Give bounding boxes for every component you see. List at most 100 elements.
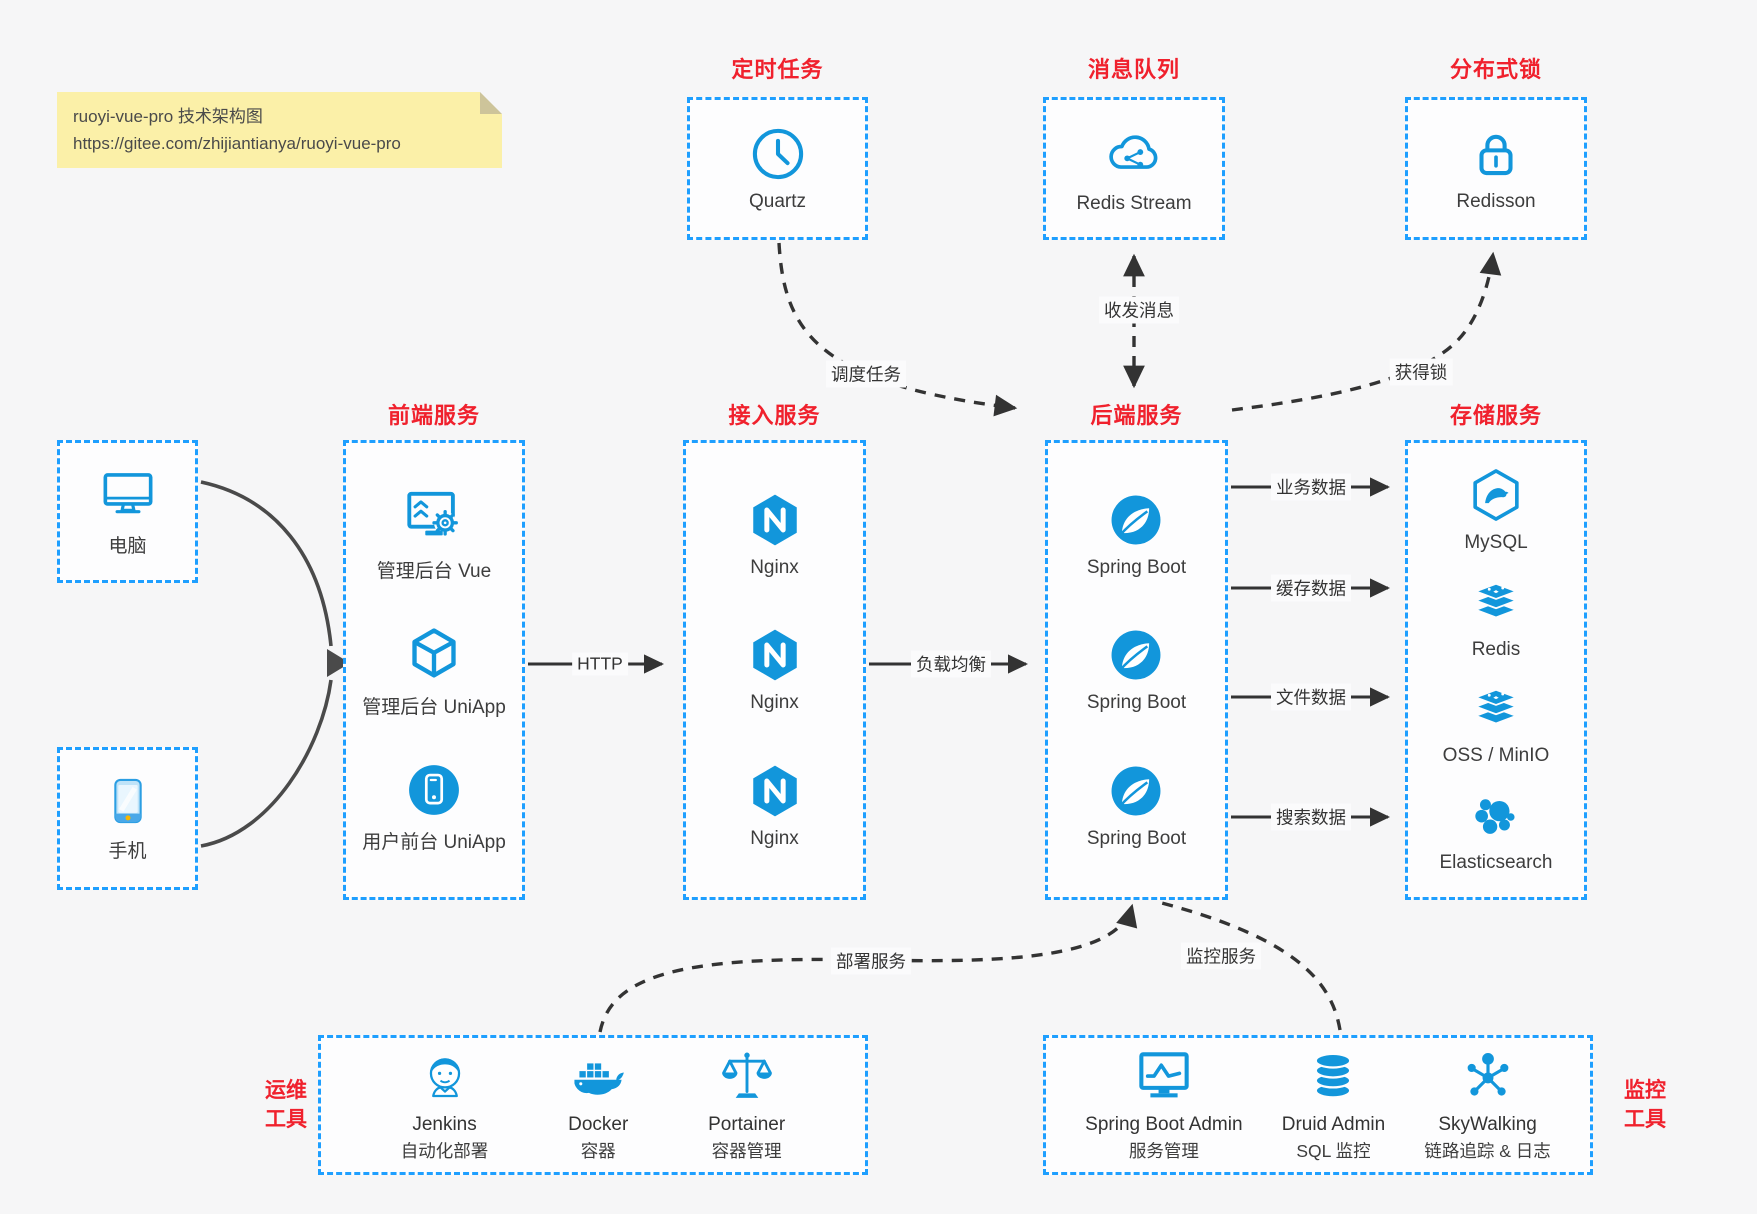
node-label-oss-minio: OSS / MinIO: [1442, 745, 1550, 767]
node-label-spring-boot-admin: Spring Boot Admin: [1085, 1113, 1243, 1135]
group-title-scheduled-task: 定时任务: [731, 57, 824, 82]
column-title-gateway: 接入服务: [728, 403, 821, 428]
node-desc-druid-admin: SQL 监控: [1296, 1140, 1371, 1161]
edge-label-search-data: 搜索数据: [1271, 803, 1351, 831]
node-label-redis: Redis: [1471, 638, 1521, 660]
box-frontend-services: 管理后台 Vue 管理后台 UniApp 用户前台 UniApp: [343, 440, 525, 900]
node-nginx-2: Nginx: [746, 626, 804, 714]
node-pc: 电脑: [99, 465, 157, 558]
desktop-icon: [99, 465, 157, 523]
spring-boot-admin-icon: [1135, 1048, 1193, 1106]
box-pc-client: 电脑: [57, 440, 198, 583]
node-redis: Redis: [1469, 577, 1523, 661]
node-label-nginx-3: Nginx: [750, 827, 799, 849]
node-desc-skywalking: 链路追踪 & 日志: [1424, 1140, 1551, 1161]
node-label-user-uniapp: 用户前台 UniApp: [362, 832, 506, 854]
clock-icon: [749, 125, 807, 183]
admin-dashboard-icon: [403, 486, 465, 548]
node-portainer: Portainer 容器管理: [708, 1048, 785, 1163]
box-ops-tools: Jenkins 自动化部署 Docker 容器 Portainer 容器管理: [318, 1035, 868, 1175]
node-label-pc: 电脑: [108, 536, 147, 557]
portainer-scales-icon: [718, 1048, 776, 1106]
node-label-mobile: 手机: [108, 841, 147, 862]
redis-stack-icon: [1469, 577, 1523, 631]
edge-label-monitor-service: 监控服务: [1181, 942, 1261, 970]
edge-label-load-balance: 负载均衡: [911, 650, 991, 678]
node-label-skywalking: SkyWalking: [1438, 1113, 1537, 1135]
node-spring-boot-2: Spring Boot: [1087, 626, 1186, 714]
uniapp-cube-icon: [405, 626, 463, 684]
edge-monitor-service: [1157, 900, 1342, 1031]
side-label-monitor-tools: 监控 工具: [1609, 1076, 1681, 1134]
sticky-note: ruoyi-vue-pro 技术架构图 https://gitee.com/zh…: [57, 92, 502, 168]
box-gateway-services: Nginx Nginx Nginx: [683, 440, 866, 900]
node-spring-boot-admin: Spring Boot Admin 服务管理: [1085, 1048, 1243, 1163]
note-title: ruoyi-vue-pro 技术架构图: [73, 107, 263, 126]
node-desc-portainer: 容器管理: [711, 1140, 782, 1161]
node-label-spring-boot-3: Spring Boot: [1086, 827, 1187, 849]
node-label-elasticsearch: Elasticsearch: [1439, 852, 1553, 874]
node-quartz: Quartz: [749, 125, 807, 213]
node-label-portainer: Portainer: [708, 1113, 786, 1135]
node-label-docker: Docker: [568, 1113, 629, 1135]
skywalking-network-icon: [1459, 1048, 1517, 1106]
side-label-monitor-line2: 工具: [1624, 1108, 1666, 1131]
column-title-frontend: 前端服务: [387, 403, 480, 428]
edge-label-deploy-service: 部署服务: [831, 947, 911, 975]
box-mobile-client: 手机: [57, 747, 198, 890]
node-label-nginx-2: Nginx: [750, 692, 799, 713]
node-label-quartz: Quartz: [748, 190, 807, 212]
node-desc-jenkins: 自动化部署: [400, 1140, 489, 1161]
box-redisson: Redisson: [1405, 97, 1587, 240]
box-monitor-tools: Spring Boot Admin 服务管理 Druid Admin SQL 监…: [1043, 1035, 1593, 1175]
redis-stack-icon: [1469, 683, 1523, 737]
mysql-icon: [1467, 466, 1525, 524]
node-druid-admin: Druid Admin SQL 监控: [1281, 1048, 1386, 1163]
node-spring-boot-1: Spring Boot: [1087, 491, 1186, 579]
node-label-jenkins: Jenkins: [412, 1113, 477, 1135]
node-skywalking: SkyWalking 链路追踪 & 日志: [1424, 1048, 1551, 1163]
node-nginx-1: Nginx: [746, 491, 804, 579]
node-redis-stream: Redis Stream: [1076, 123, 1192, 215]
elasticsearch-icon: [1469, 790, 1523, 844]
druid-database-icon: [1304, 1048, 1362, 1106]
edge-label-file-data: 文件数据: [1271, 683, 1351, 711]
node-redisson: Redisson: [1456, 125, 1536, 213]
node-jenkins: Jenkins 自动化部署: [400, 1048, 489, 1163]
smartphone-icon: [101, 774, 155, 828]
edge-label-cache-data: 缓存数据: [1271, 574, 1351, 602]
node-label-redisson: Redisson: [1456, 190, 1536, 212]
nginx-icon: [746, 626, 804, 684]
edge-label-send-receive-message: 收发消息: [1099, 296, 1179, 324]
spring-boot-icon: [1107, 491, 1165, 549]
node-label-admin-uniapp: 管理后台 UniApp: [362, 696, 506, 718]
nginx-icon: [746, 491, 804, 549]
node-desc-spring-boot-admin: 服务管理: [1128, 1140, 1199, 1161]
edge-label-biz-data: 业务数据: [1271, 473, 1351, 501]
node-user-uniapp: 用户前台 UniApp: [362, 761, 506, 854]
edge-schedule-task: [777, 242, 1018, 417]
spring-boot-icon: [1107, 762, 1165, 820]
node-label-druid-admin: Druid Admin: [1281, 1113, 1386, 1135]
node-admin-vue: 管理后台 Vue: [377, 486, 491, 583]
node-mobile: 手机: [101, 774, 155, 863]
node-label-nginx-1: Nginx: [750, 556, 799, 578]
mobile-app-circle-icon: [405, 761, 463, 819]
edge-clients-arrowhead: [327, 649, 350, 677]
node-label-admin-vue: 管理后台 Vue: [376, 560, 492, 582]
edge-label-http: HTTP: [572, 652, 628, 676]
edge-phone-to-frontend: [200, 679, 333, 848]
jenkins-icon: [416, 1048, 474, 1106]
box-storage-services: MySQL Redis OSS / MinIO Elasticsearch: [1405, 440, 1587, 900]
lock-icon: [1467, 125, 1525, 183]
edge-acquire-lock: [1231, 251, 1502, 412]
note-url: https://gitee.com/zhijiantianya/ruoyi-vu…: [73, 134, 401, 153]
node-elasticsearch: Elasticsearch: [1440, 790, 1553, 874]
edge-label-acquire-lock: 获得锁: [1389, 358, 1453, 386]
edge-deploy-service: [598, 903, 1138, 1033]
node-admin-uniapp: 管理后台 UniApp: [362, 626, 506, 719]
docker-icon: [569, 1048, 627, 1106]
box-quartz: Quartz: [687, 97, 868, 240]
edge-pc-to-frontend: [200, 480, 333, 647]
